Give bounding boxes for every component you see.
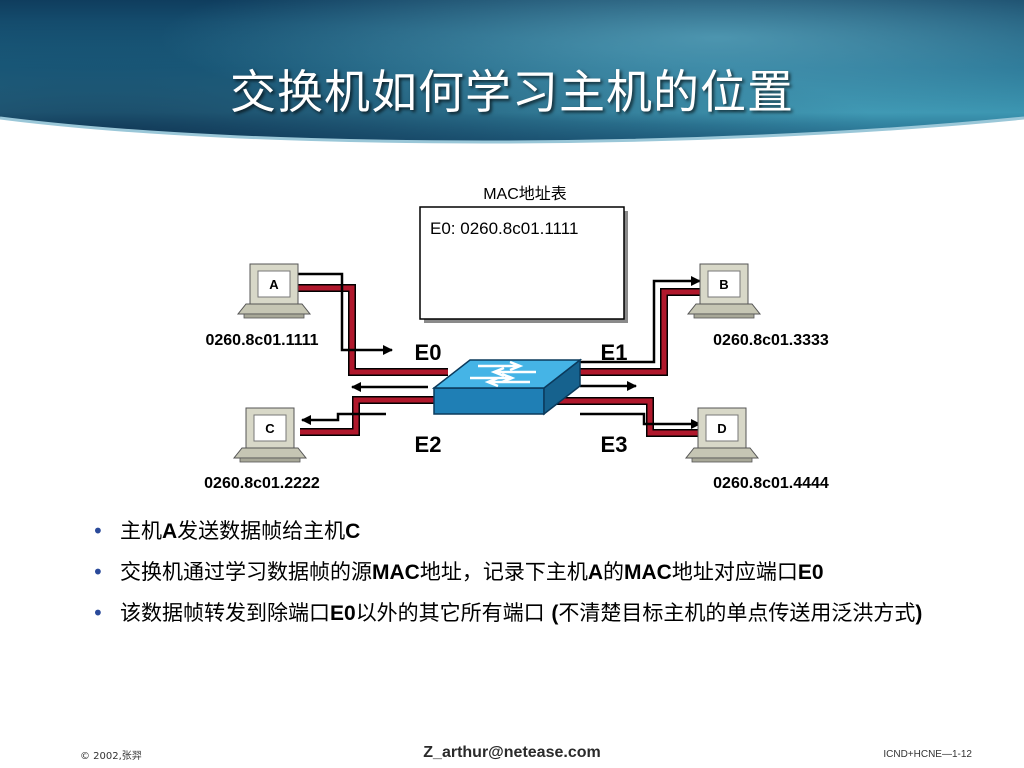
host-b: B xyxy=(686,263,762,319)
bullet-item: •交换机通过学习数据帧的源MAC地址，记录下主机A的MAC地址对应端口E0 xyxy=(92,557,972,588)
bullet-dot-icon: • xyxy=(92,519,104,543)
bullet-item: •该数据帧转发到除端口E0以外的其它所有端口 (不清楚目标主机的单点传送用泛洪方… xyxy=(92,598,972,629)
mac-table-label: MAC地址表 xyxy=(483,185,567,203)
arrow-a-to-switch xyxy=(292,272,393,355)
host-letter-b: B xyxy=(719,277,728,292)
host-letter-a: A xyxy=(269,277,279,292)
host-c: C xyxy=(232,407,308,463)
footer-email: Z_arthur@netease.com xyxy=(423,744,601,761)
network-diagram: MAC地址表 E0: 0260.8c01.1111 xyxy=(204,185,829,492)
computer-icon xyxy=(232,407,308,463)
mac-table-box xyxy=(419,206,625,320)
port-label-e1: E1 xyxy=(601,340,628,365)
bullet-dot-icon: • xyxy=(92,560,104,584)
title-banner xyxy=(0,0,1024,150)
host-letter-c: C xyxy=(265,421,275,436)
host-letter-d: D xyxy=(717,421,726,436)
mac-address-c: 0260.8c01.2222 xyxy=(204,475,320,492)
port-label-e2: E2 xyxy=(415,432,442,457)
page-title: 交换机如何学习主机的位置 xyxy=(230,65,794,119)
mac-address-a: 0260.8c01.1111 xyxy=(205,332,318,349)
link-c xyxy=(300,396,446,436)
switch-icon xyxy=(431,358,583,416)
bullet-item: •主机A发送数据帧给主机C xyxy=(92,516,972,547)
bullet-list: •主机A发送数据帧给主机C •交换机通过学习数据帧的源MAC地址，记录下主机A的… xyxy=(92,516,972,639)
computer-icon xyxy=(236,263,312,319)
footer-page-id: ICND+HCNE—1-12 xyxy=(883,749,972,760)
banner-curve xyxy=(0,116,1024,160)
host-a: A xyxy=(236,263,312,319)
computer-icon xyxy=(684,407,760,463)
link-b xyxy=(574,288,704,376)
host-d: D xyxy=(684,407,760,463)
arrow-to-b xyxy=(580,276,701,364)
port-label-e3: E3 xyxy=(601,432,628,457)
footer-copyright: © 2002,张羿 xyxy=(80,751,142,762)
link-a xyxy=(298,284,448,376)
bullet-dot-icon: • xyxy=(92,601,104,625)
link-d xyxy=(556,397,706,437)
mac-address-d: 0260.8c01.4444 xyxy=(713,475,829,492)
port-label-e0: E0 xyxy=(415,340,442,365)
arrow-to-d xyxy=(580,412,701,429)
computer-icon xyxy=(686,263,762,319)
arrow-to-c xyxy=(301,412,386,425)
mac-table-entry: E0: 0260.8c01.1111 xyxy=(430,219,578,238)
mac-address-b: 0260.8c01.3333 xyxy=(713,332,829,349)
